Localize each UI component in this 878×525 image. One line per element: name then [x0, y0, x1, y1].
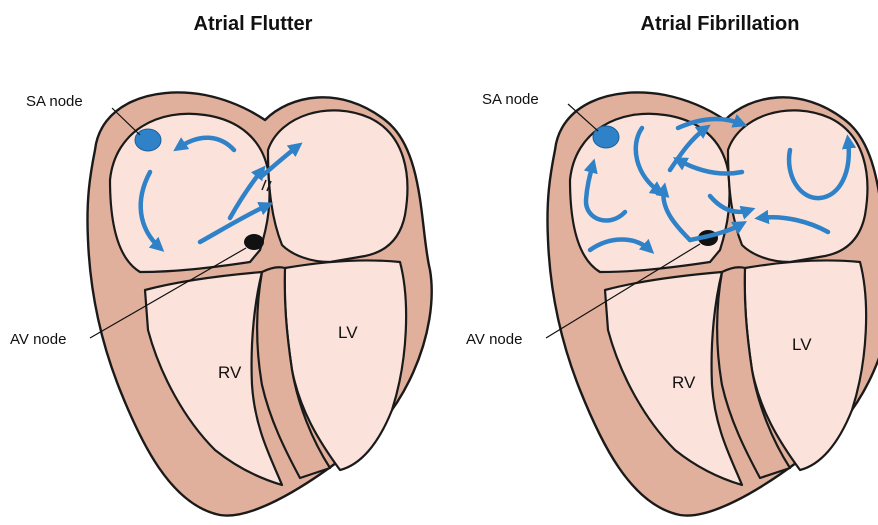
rv-label: RV — [672, 373, 696, 392]
sa-node-label: SA node — [26, 93, 83, 110]
panel-title: Atrial Flutter — [194, 13, 313, 35]
rv-label: RV — [218, 363, 242, 382]
lv-label: LV — [792, 335, 812, 354]
panel-title: Atrial Fibrillation — [641, 13, 800, 35]
av-node-label: AV node — [10, 331, 66, 348]
sa-node-icon — [135, 129, 161, 151]
panel-atrial-flutter: Atrial Flutter SA node AV node RV LV — [10, 13, 432, 516]
panel-atrial-fibrillation: Atrial Fibrillation SA node AV node RV L… — [466, 13, 878, 516]
lv-label: LV — [338, 323, 358, 342]
sa-node-label: SA node — [482, 91, 539, 108]
heart-illustration — [87, 92, 431, 515]
heart-illustration — [547, 92, 878, 515]
av-node-icon — [244, 234, 264, 250]
av-node-label: AV node — [466, 331, 522, 348]
